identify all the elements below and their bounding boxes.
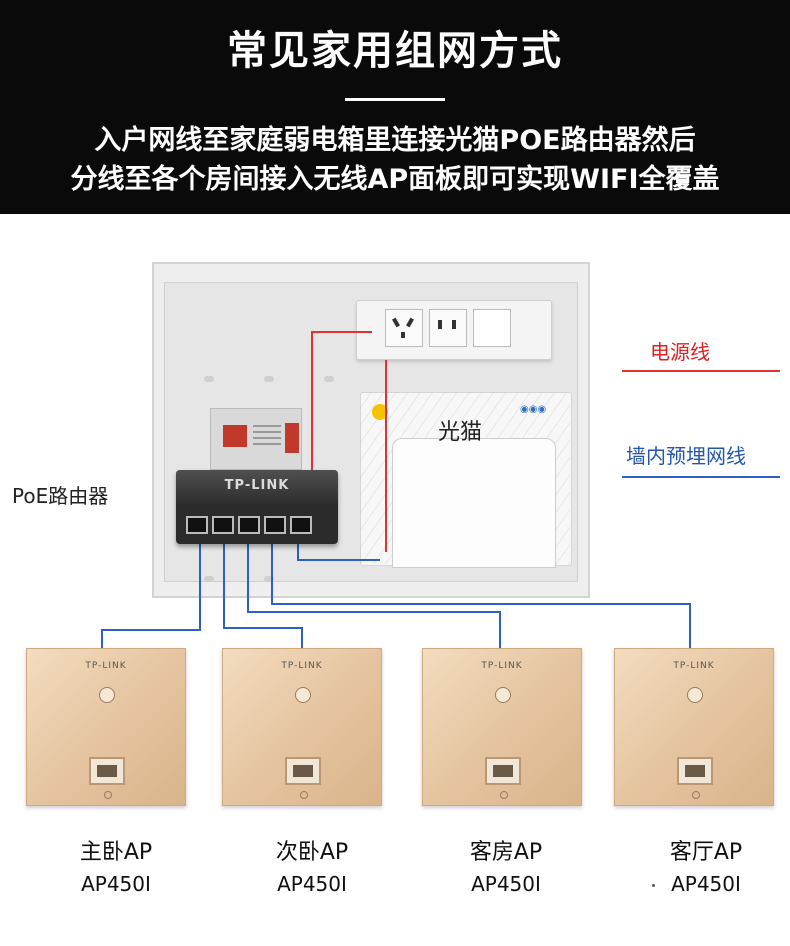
power-wire (311, 331, 372, 470)
telecom-logo-icon: ◉◉◉ (520, 404, 547, 415)
ethernet-port-icon (264, 516, 286, 534)
brand-logo-icon (372, 404, 388, 420)
panel-brand: TP-LINK (85, 661, 127, 671)
model-label: AP450I (277, 872, 347, 896)
legend-network-label: 墙内预埋网线 (626, 444, 746, 468)
box-label-sticker (210, 408, 302, 470)
power-socket-strip (356, 300, 552, 360)
status-led-icon (99, 687, 115, 703)
status-led-icon (687, 687, 703, 703)
room-label: 客厅AP (669, 840, 743, 865)
modem-label: 光猫 (438, 420, 483, 445)
network-wire (247, 534, 501, 648)
legend-power-label: 电源线 (650, 340, 710, 364)
panel-brand: TP-LINK (673, 661, 715, 671)
stray-dot (652, 884, 655, 887)
router-label: PoE路由器 (12, 484, 109, 508)
page-title: 常见家用组网方式 (227, 28, 563, 74)
title-divider (345, 98, 445, 101)
ethernet-jack-icon (485, 757, 521, 785)
room-label: 客房AP (469, 840, 543, 865)
blank-outlet (473, 309, 511, 347)
ethernet-port-icon (238, 516, 260, 534)
description-line-2: 分线至各个房间接入无线AP面板即可实现WIFI全覆盖 (70, 164, 720, 195)
indicator-icon (104, 791, 112, 799)
network-wire (223, 534, 303, 648)
indicator-icon (500, 791, 508, 799)
ap-panel-guest-room: TP-LINK (422, 648, 582, 806)
power-outlet-icon (385, 309, 423, 347)
ap-panel-second-bedroom: TP-LINK (222, 648, 382, 806)
description-line-1: 入户网线至家庭弱电箱里连接光猫POE路由器然后 (94, 125, 696, 156)
header-banner: 常见家用组网方式 入户网线至家庭弱电箱里连接光猫POE路由器然后 分线至各个房间… (0, 0, 790, 214)
warning-icon (223, 425, 247, 447)
status-led-icon (495, 687, 511, 703)
legend-network-line (622, 476, 780, 478)
network-wire (271, 534, 691, 648)
indicator-icon (300, 791, 308, 799)
legend-power-line (622, 370, 780, 372)
panel-brand: TP-LINK (481, 661, 523, 671)
status-led-icon (295, 687, 311, 703)
mount-hole (204, 376, 214, 382)
ap-panel-master-bedroom: TP-LINK (26, 648, 186, 806)
modem-stand (392, 438, 556, 568)
room-label: 次卧AP (275, 840, 349, 865)
ethernet-port-icon (212, 516, 234, 534)
ethernet-port-icon (290, 516, 312, 534)
ap-panel-living-room: TP-LINK (614, 648, 774, 806)
mount-hole (264, 576, 274, 582)
ethernet-jack-icon (285, 757, 321, 785)
network-wire (101, 534, 201, 648)
model-label: AP450I (671, 872, 741, 896)
ethernet-jack-icon (89, 757, 125, 785)
mount-hole (204, 576, 214, 582)
router-brand: TP-LINK (224, 478, 290, 493)
indicator-icon (692, 791, 700, 799)
ethernet-port-icon (186, 516, 208, 534)
mount-hole (264, 376, 274, 382)
ethernet-jack-icon (677, 757, 713, 785)
mount-hole (324, 376, 334, 382)
model-label: AP450I (81, 872, 151, 896)
room-label: 主卧AP (79, 840, 153, 865)
power-outlet-icon (429, 309, 467, 347)
panel-brand: TP-LINK (281, 661, 323, 671)
model-label: AP450I (471, 872, 541, 896)
